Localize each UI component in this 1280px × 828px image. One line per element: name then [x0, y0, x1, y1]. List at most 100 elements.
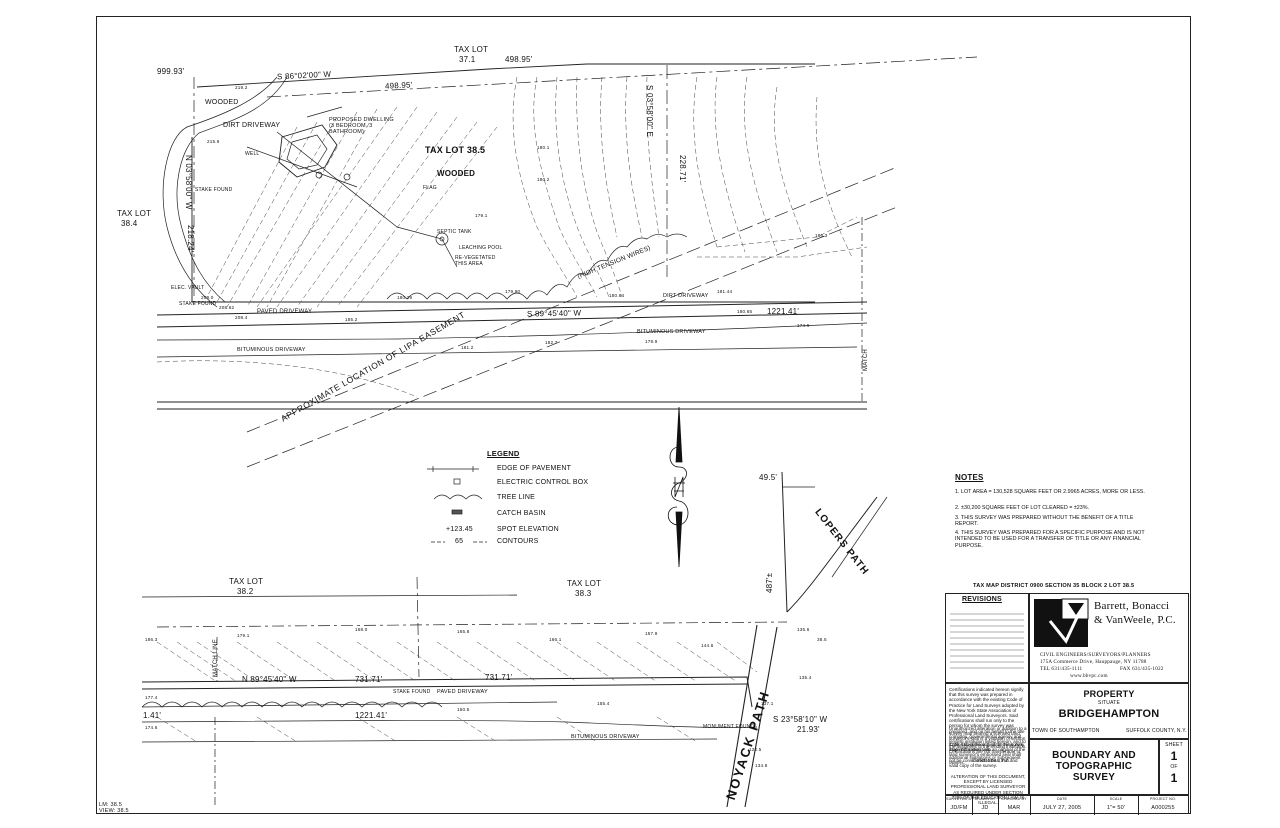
bearing-bottom-plan: N 89°45'40" W — [242, 675, 297, 684]
spot-elevation: 38.5 — [817, 637, 827, 642]
survey-linework — [141, 56, 978, 808]
firm-name-line2: & VanWeele, P.C. — [1094, 614, 1176, 626]
spot-elevation: 179.90 — [505, 289, 521, 294]
firm-box: Barrett, Bonacci & VanWeele, P.C. CIVIL … — [1029, 593, 1189, 683]
spot-elevation: 179.1 — [475, 213, 488, 218]
dirt-driveway-mid: DIRT DRIVEWAY — [663, 293, 709, 299]
firm-services: CIVIL ENGINEERS/SURVEYORS/PLANNERS — [1040, 652, 1151, 658]
dim-1221: 1221.41' — [767, 307, 800, 316]
legend-title: LEGEND — [487, 449, 520, 458]
spot-elevation: 208.62 — [219, 305, 235, 310]
legend-label: SPOT ELEVATION — [497, 526, 559, 533]
flag-label: FLAG — [423, 185, 437, 191]
stake-found-2: STAKE FOUND — [179, 301, 217, 307]
revisions-box: REVISIONS — [945, 593, 1029, 683]
drawn-by-cell: DRAWN BY JD — [972, 796, 999, 815]
project-cell: PROJECT NO. A000255 — [1138, 796, 1188, 815]
note-item: 3. THIS SURVEY WAS PREPARED WITHOUT THE … — [955, 515, 1134, 528]
drawn-by-value: JD — [981, 805, 989, 811]
spot-elevation: 174.6 — [797, 323, 810, 328]
alteration-note: ALTERATION OF THIS DOCUMENT, EXCEPT BY L… — [950, 774, 1026, 806]
date-cell: DATE JULY 27, 2005 — [1030, 796, 1095, 815]
note-item: 1. LOT AREA = 130,528 SQUARE FEET OR 2.9… — [955, 489, 1145, 495]
spot-elevation: 180.1 — [537, 145, 550, 150]
legend-label: TREE LINE — [497, 494, 535, 501]
sheet-number: 1 — [1170, 749, 1178, 763]
sheet-label: SHEET — [1165, 742, 1183, 748]
spot-elevation: 134.8 — [755, 763, 768, 768]
spot-elevation: 186.3 — [815, 233, 828, 238]
dim-49-5: 49.5' — [759, 473, 778, 482]
spot-elevation: 219.2 — [235, 85, 248, 90]
paved-driveway-top: PAVED DRIVEWAY — [257, 309, 313, 315]
situate-label: SITUATE — [1097, 700, 1121, 706]
spot-elevation: 155.4 — [597, 701, 610, 706]
tax-lot-b-label: TAX LOT — [567, 579, 602, 588]
firm-address: 175A Commerce Drive, Hauppauge, NY 11788 — [1040, 659, 1147, 665]
septic-tank-label: SEPTIC TANK — [437, 229, 472, 235]
surveyed-by-cell: SURVEYED BY JD/FM — [946, 796, 974, 815]
firm-fax: FAX 631/435-1022 — [1120, 666, 1164, 672]
firm-tel: TEL 631/435-1111 — [1040, 666, 1083, 672]
well-label: WELL — [245, 151, 260, 157]
county-label: SUFFOLK COUNTY, N.Y. — [1126, 728, 1187, 734]
spot-elevation: 185.2 — [345, 317, 358, 322]
cert-text: Certifications indicated hereon signify … — [949, 687, 1027, 765]
scale-cell: SCALE 1"= 50' — [1094, 796, 1139, 815]
dim-498-195: 498.95' — [384, 80, 413, 91]
spot-elevation: 168.0 — [355, 627, 368, 632]
spot-elevation: 166.1 — [549, 637, 562, 642]
elec-vault-label: ELEC. VAULT — [171, 285, 205, 291]
property-title: PROPERTY — [1083, 689, 1135, 699]
dim-999: 999.93' — [157, 67, 185, 76]
legend-label: CATCH BASIN — [497, 510, 546, 517]
wooded-label: WOODED — [437, 169, 476, 178]
bituminous-driveway-top: BITUMINOUS DRIVEWAY — [237, 347, 306, 353]
copyright-text: © 2005 BB&V, P.C. — [972, 758, 1011, 763]
legend-symbol-text: 65 — [455, 538, 464, 545]
project-label: PROJECT NO. — [1149, 797, 1177, 801]
survey-title-box: BOUNDARY AND TOPOGRAPHIC SURVEY — [1029, 739, 1159, 795]
stake-found-bottom: STAKE FOUND — [393, 689, 431, 695]
copies-text: Copies from the original of this survey … — [949, 742, 1026, 768]
dirt-driveway-top: DIRT DRIVEWAY — [223, 122, 281, 129]
tax-lot-b-number: 38.3 — [575, 589, 592, 598]
stake-found-1: STAKE FOUND — [195, 187, 233, 193]
dim-487: 487'± — [765, 572, 774, 593]
bearing-left: N 03°58'00" W — [184, 155, 193, 210]
project-value: A000255 — [1151, 805, 1175, 811]
scale-value: 1"= 50' — [1106, 805, 1126, 811]
footer-view: VIEW: 38.5 — [99, 808, 129, 814]
dim-1-41: 1.41' — [143, 711, 162, 720]
certification-box: Certifications indicated hereon signify … — [945, 683, 1029, 805]
spot-elevation: 137.1 — [761, 701, 774, 706]
checked-by-value: MAR — [1007, 805, 1021, 811]
checked-by-label: CHECKED BY — [1001, 797, 1027, 801]
surveyed-by-label: SURVEYED BY — [946, 797, 974, 801]
dim-731-a: 731.71' — [355, 675, 383, 684]
spot-elevation: 135.4 — [799, 675, 812, 680]
spot-elevation: 215.9 — [207, 139, 220, 144]
bituminous-driveway-top-2: BITUMINOUS DRIVEWAY — [637, 329, 706, 335]
spot-elevation: 179.9 — [645, 339, 658, 344]
dim-731-b: 731.71' — [485, 673, 513, 682]
bearing-bottom-top: S 89°45'40" W — [526, 308, 582, 319]
tax-lot-a-label: TAX LOT — [229, 577, 264, 586]
drawn-by-label: DRAWN BY — [974, 797, 996, 801]
bearing-right: S 03°58'00" E — [645, 85, 654, 137]
spot-elevation: 209.0 — [201, 295, 214, 300]
revegetated-label: RE-VEGETATED THIS AREA — [455, 255, 496, 267]
tax-lot-a-number: 38.2 — [237, 587, 254, 596]
dim-218-24: 218.24' — [186, 225, 195, 253]
spot-elevation: 181.2 — [461, 345, 474, 350]
dim-21-93: 21.93' — [797, 725, 820, 734]
spot-elevation: 165.8 — [457, 629, 470, 634]
tax-map-label: TAX MAP DISTRICT 0900 SECTION 35 BLOCK 2… — [973, 583, 1135, 589]
legend-symbol-text: +123.45 — [446, 526, 473, 533]
firm-name-line1: Barrett, Bonacci — [1094, 600, 1170, 612]
survey-title-line1: BOUNDARY AND — [1052, 750, 1136, 761]
unauth-text: Unauthorized alteration or addition to a… — [949, 726, 1027, 752]
wooded-nw-label: WOODED — [205, 99, 239, 106]
spot-elevation: 122.5 — [749, 747, 762, 752]
spot-elevation: 186.3 — [145, 637, 158, 642]
